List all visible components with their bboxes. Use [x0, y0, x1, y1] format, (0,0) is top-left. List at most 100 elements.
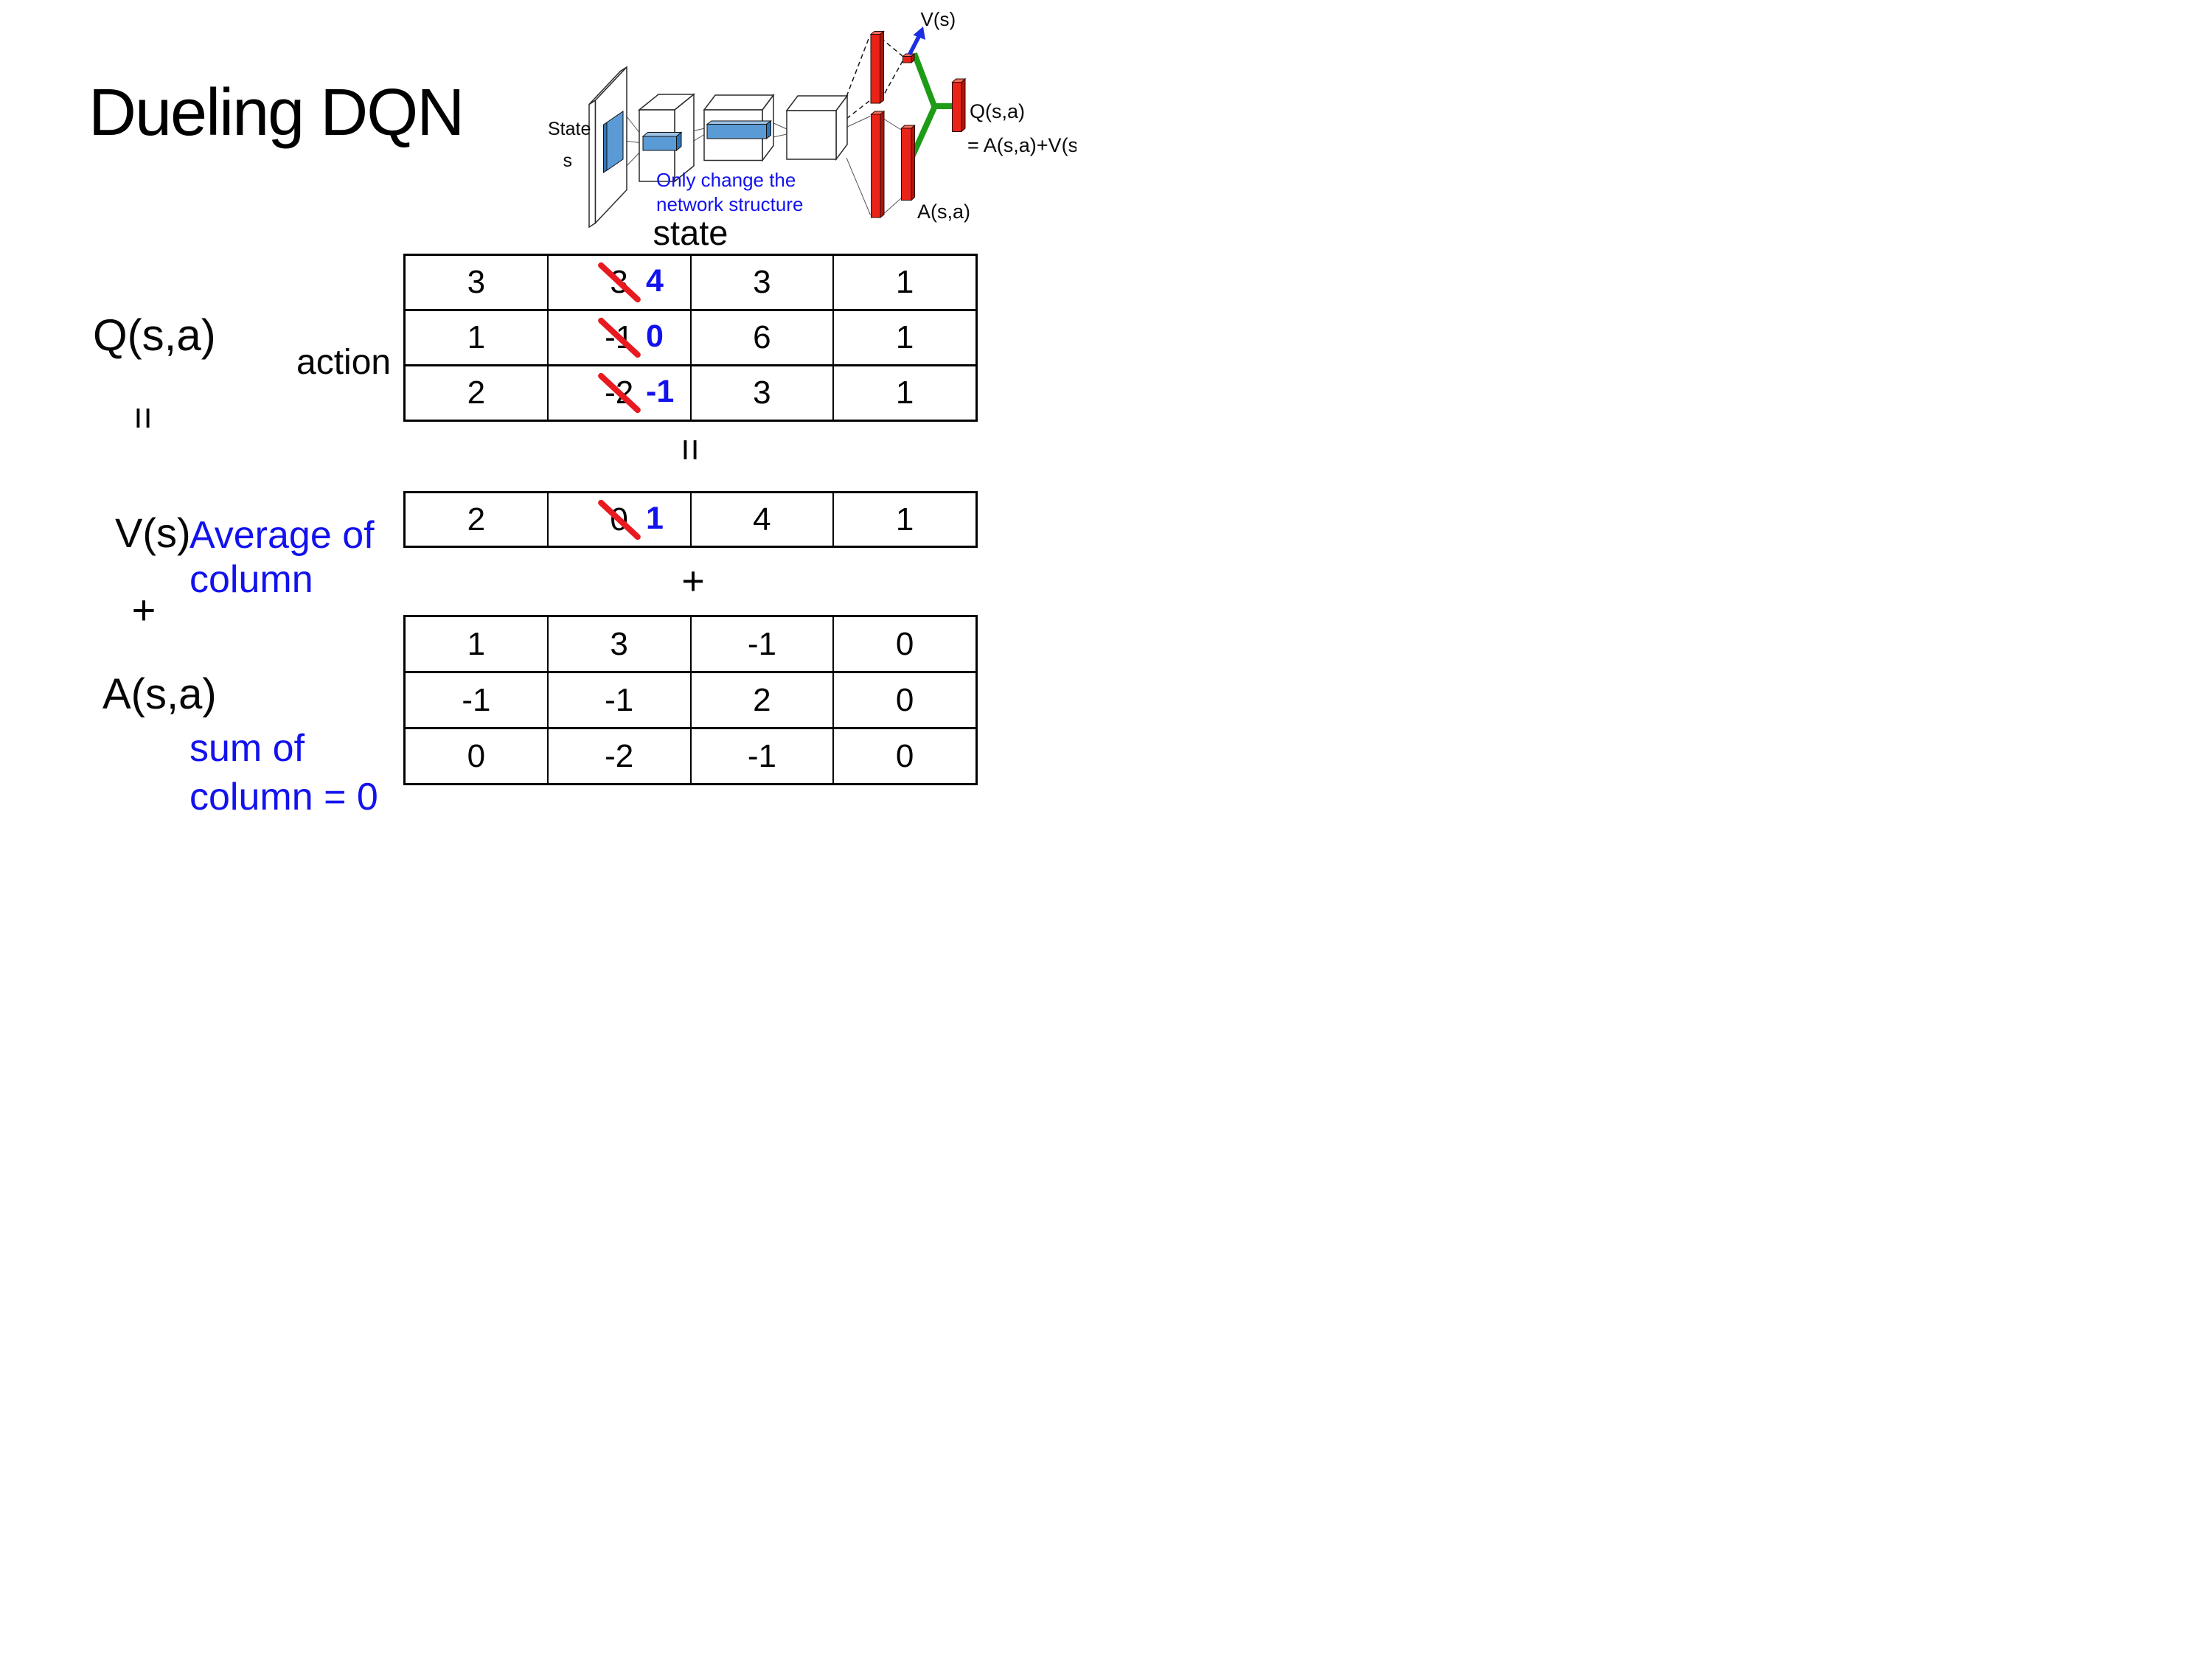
feature-bar-small	[641, 131, 683, 152]
slide: Dueling DQN	[0, 0, 1106, 830]
cell-value: 2	[753, 681, 771, 718]
cell-value: 1	[895, 375, 914, 411]
cell-value: 1	[895, 264, 914, 300]
table-cell: -1	[689, 617, 833, 671]
cell-value: 3	[753, 264, 771, 300]
diagram-a-out-label: A(s,a)	[917, 201, 970, 223]
table-cell: 1	[832, 366, 975, 420]
table-cell: 2	[689, 673, 833, 727]
fc-bar-bottom	[870, 110, 886, 219]
table-cell: -1	[689, 729, 833, 783]
table-cell-corrected: 34	[546, 256, 690, 309]
cell-value: 3	[467, 264, 486, 300]
a-table: 1 3 -1 0 -1 -1 2 0 0 -2 -1 0	[403, 615, 978, 785]
table-cell: 3	[546, 617, 690, 671]
conv-box-1	[637, 93, 696, 183]
v-matrix-label: V(s)	[115, 509, 191, 556]
cell-value: 3	[610, 625, 628, 662]
table-cell: 1	[832, 311, 975, 364]
table-row: 2 01 4 1	[406, 493, 975, 546]
table-cell-corrected: -2-1	[546, 366, 690, 420]
cell-value: 3	[753, 375, 771, 411]
cell-value: -2	[605, 737, 634, 774]
note-line: column	[189, 558, 313, 601]
cell-value: -1	[462, 681, 491, 718]
table-row: 1 -10 6 1	[406, 309, 975, 364]
table-cell: 2	[406, 366, 547, 420]
cell-value: 0	[895, 681, 914, 718]
plus-left: +	[131, 586, 156, 633]
q-matrix-label: Q(s,a)	[93, 310, 216, 360]
table-cell: 3	[689, 366, 833, 420]
table-cell-corrected: 01	[546, 493, 690, 546]
state-column-header: state	[653, 213, 728, 252]
cell-value: 0	[895, 737, 914, 774]
equals-center-rotated: =	[668, 438, 712, 462]
network-diagram: State s Only change the network structur…	[548, 8, 1077, 229]
table-cell: 0	[832, 729, 975, 783]
cell-value: -1	[605, 681, 634, 718]
slide-title: Dueling DQN	[88, 76, 465, 150]
sum-of-column-note: sum of column = 0	[189, 724, 378, 821]
table-cell: 1	[832, 256, 975, 309]
diagram-note-line1: Only change the	[656, 169, 796, 191]
cell-value: 2	[467, 501, 486, 538]
cell-value: 0	[467, 737, 486, 774]
cell-new-value: 4	[646, 263, 664, 299]
table-row: 0 -2 -1 0	[406, 727, 975, 783]
a-node-bar	[900, 124, 916, 201]
diagram-note-line2: network structure	[656, 193, 803, 215]
dashed-projection-lines	[846, 36, 903, 119]
cell-value: 6	[753, 319, 771, 355]
table-row: 2 -2-1 3 1	[406, 364, 975, 420]
cell-value: 1	[467, 319, 486, 355]
diagram-state-s-label: s	[563, 150, 573, 171]
table-cell: 0	[832, 673, 975, 727]
diagram-q-out-label-1: Q(s,a)	[970, 100, 1025, 122]
table-cell-corrected: -10	[546, 311, 690, 364]
cell-value: 1	[467, 625, 486, 662]
table-row: 3 34 3 1	[406, 256, 975, 309]
average-of-column-note: Average of column	[189, 513, 375, 602]
combine-y-connector	[908, 52, 954, 160]
diagram-v-out-label: V(s)	[921, 8, 956, 30]
cell-new-value: -1	[646, 374, 675, 410]
v-node	[902, 52, 916, 64]
plus-center: +	[681, 559, 705, 603]
q-output-bar	[951, 77, 967, 133]
table-cell: -1	[406, 673, 547, 727]
table-cell: 1	[406, 311, 547, 364]
table-row: 1 3 -1 0	[406, 617, 975, 671]
table-cell: -2	[546, 729, 690, 783]
cell-value: 0	[895, 625, 914, 662]
note-line: column = 0	[189, 776, 378, 818]
v-table: 2 01 4 1	[403, 491, 978, 548]
cell-new-value: 1	[646, 500, 664, 536]
table-cell: 2	[406, 493, 547, 546]
table-cell: 1	[832, 493, 975, 546]
table-cell: 3	[689, 256, 833, 309]
table-cell: 1	[406, 617, 547, 671]
cell-value: 4	[753, 501, 771, 538]
table-cell: 0	[406, 729, 547, 783]
equals-left-rotated: =	[121, 406, 165, 430]
conv-filter	[603, 111, 624, 173]
q-table: 3 34 3 1 1 -10 6 1 2 -2-1 3 1	[403, 254, 978, 422]
cell-value: -1	[747, 625, 776, 662]
feature-bar-long	[706, 120, 772, 139]
table-cell: -1	[546, 673, 690, 727]
note-line: Average of	[189, 514, 375, 557]
table-cell: 3	[406, 256, 547, 309]
a-matrix-label: A(s,a)	[102, 670, 217, 718]
v-arrow	[908, 27, 925, 56]
table-cell: 0	[832, 617, 975, 671]
diagram-q-out-label-2: = A(s,a)+V(s)	[967, 134, 1077, 156]
cell-value: 2	[467, 375, 486, 411]
fc-bar-top	[869, 30, 885, 105]
cell-value: 1	[895, 319, 914, 355]
table-row: -1 -1 2 0	[406, 671, 975, 727]
cell-value: 1	[895, 501, 914, 538]
conv-box-3	[785, 94, 849, 161]
action-row-label: action	[296, 343, 392, 382]
table-cell: 4	[689, 493, 833, 546]
